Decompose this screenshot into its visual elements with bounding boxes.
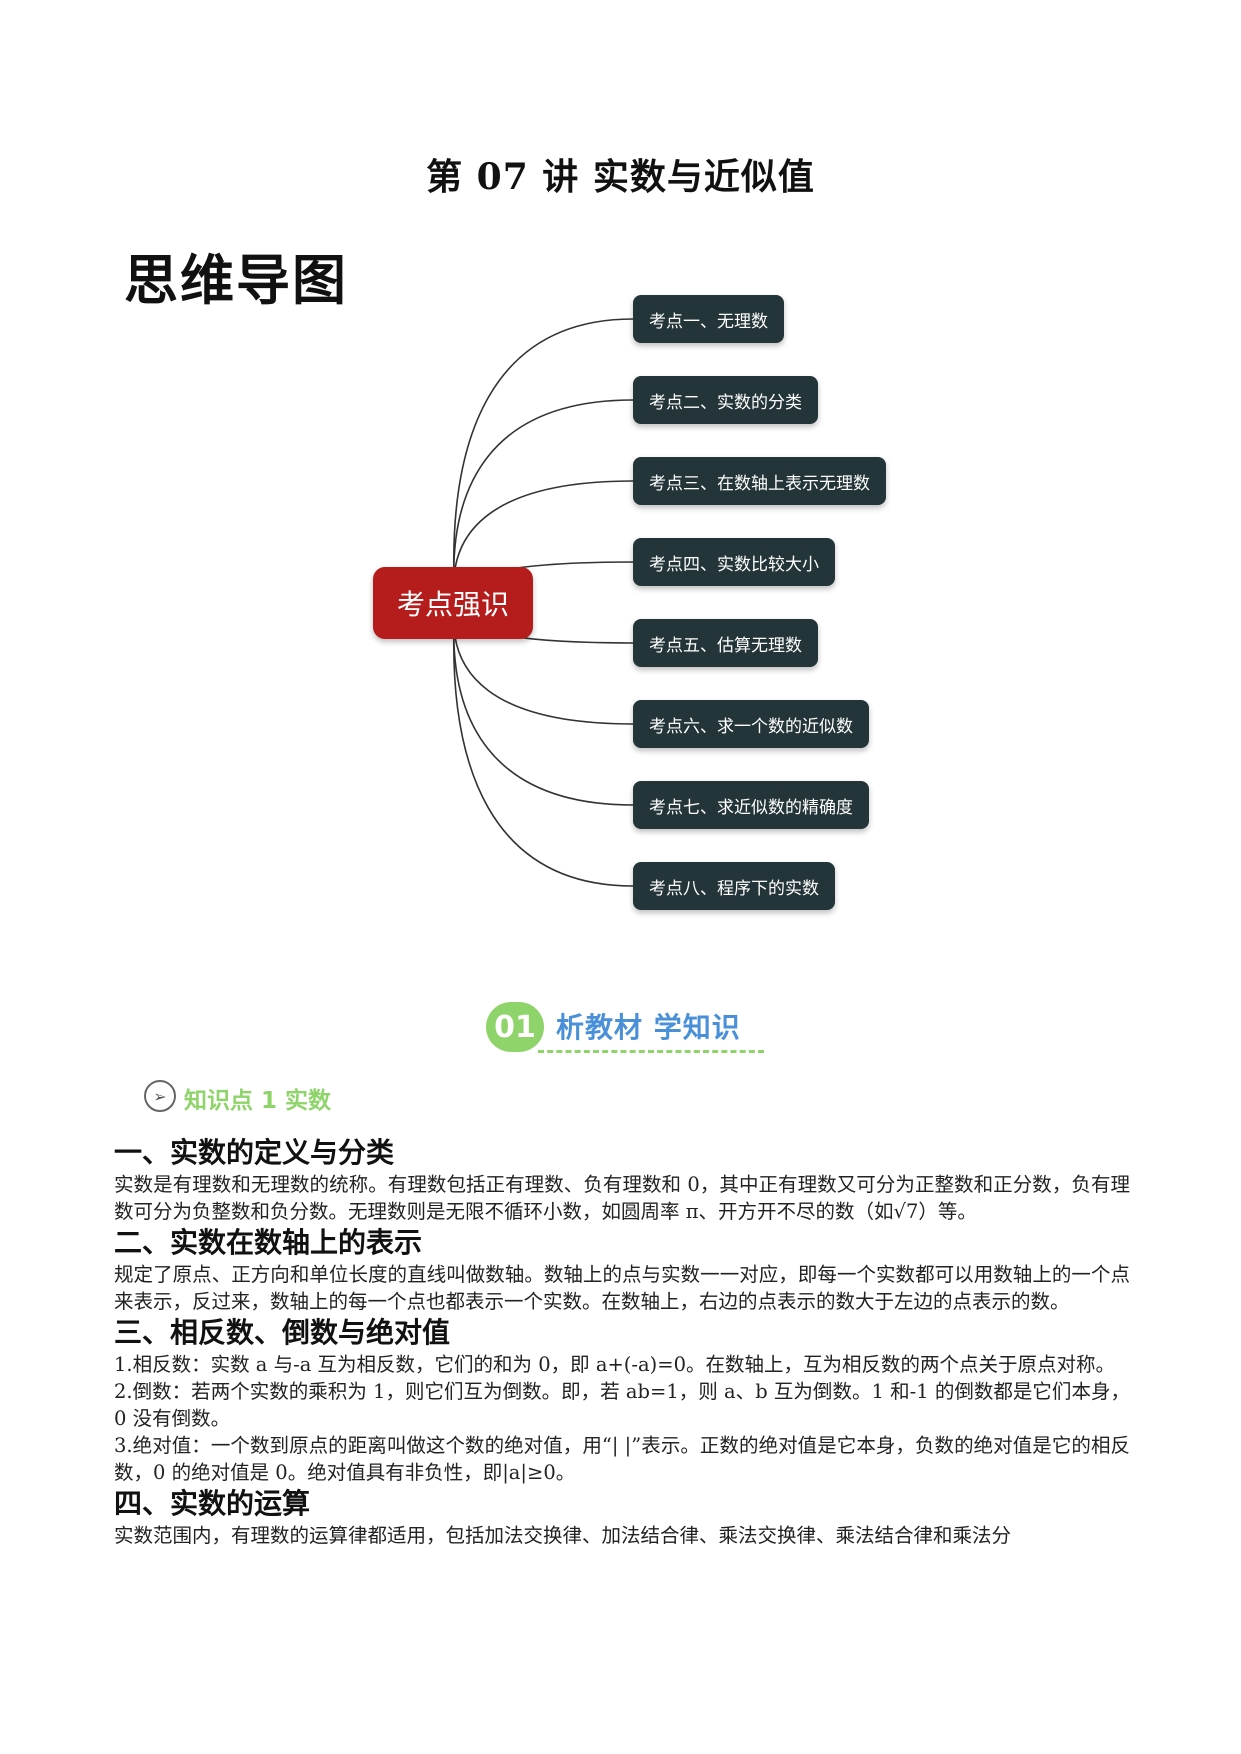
mindmap-branch-2: 考点二、实数的分类 [633,376,818,424]
mindmap-branch-3: 考点三、在数轴上表示无理数 [633,457,886,505]
knowledge-point-label: 知识点 1 实数 [184,1088,332,1114]
paragraph: 2.倒数：若两个实数的乘积为 1，则它们互为倒数。即，若 ab=1，则 a、b … [114,1380,1130,1430]
banner-dashed-underline [538,1050,764,1053]
document-body: 一、实数的定义与分类 实数是有理数和无理数的统称。有理数包括正有理数、负有理数和… [114,1135,1130,1549]
document-title: 第 07 讲 实数与近似值 [426,156,815,198]
section-heading: 一、实数的定义与分类 [114,1136,395,1169]
mindmap-connector-8 [452,602,634,887]
mindmap-branch-6: 考点六、求一个数的近似数 [633,700,869,748]
mindmap-connector-1 [452,318,634,604]
section-heading: 三、相反数、倒数与绝对值 [114,1316,451,1349]
section-heading: 四、实数的运算 [114,1487,311,1520]
mindmap-branch-7: 考点七、求近似数的精确度 [633,781,869,829]
section-banner-title: 析教材 学知识 [556,1011,741,1044]
paragraph: 3.绝对值：一个数到原点的距离叫做这个数的绝对值，用“| |”表示。正数的绝对值… [114,1434,1130,1484]
mindmap-heading: 思维导图 [124,249,348,312]
mindmap-center-node: 考点强识 [373,567,533,639]
paragraph: 规定了原点、正方向和单位长度的直线叫做数轴。数轴上的点与实数一一对应，即每一个实… [114,1263,1130,1313]
mindmap-branch-8: 考点八、程序下的实数 [633,862,835,910]
arrow-circle-icon: ➢ [144,1080,176,1112]
mind-map: 考点强识 考点一、无理数 考点二、实数的分类 考点三、在数轴上表示无理数 考点四… [373,295,886,910]
paragraph: 1.相反数：实数 a 与-a 互为相反数，它们的和为 0，即 a+(-a)=0。… [114,1353,1115,1376]
mindmap-connector-2 [453,399,634,604]
paragraph: 实数是有理数和无理数的统称。有理数包括正有理数、负有理数和 0，其中正有理数又可… [114,1173,1130,1223]
mindmap-branch-5: 考点五、估算无理数 [633,619,818,667]
section-number-badge: 01 [486,1002,544,1052]
paragraph: 实数范围内，有理数的运算律都适用，包括加法交换律、加法结合律、乘法交换律、乘法结… [114,1524,1012,1547]
section-heading: 二、实数在数轴上的表示 [114,1226,423,1259]
mindmap-branch-4: 考点四、实数比较大小 [633,538,835,586]
section-banner: 01 析教材 学知识 [486,998,766,1058]
mind-map-connectors [452,318,634,887]
mindmap-branch-1: 考点一、无理数 [633,295,784,343]
